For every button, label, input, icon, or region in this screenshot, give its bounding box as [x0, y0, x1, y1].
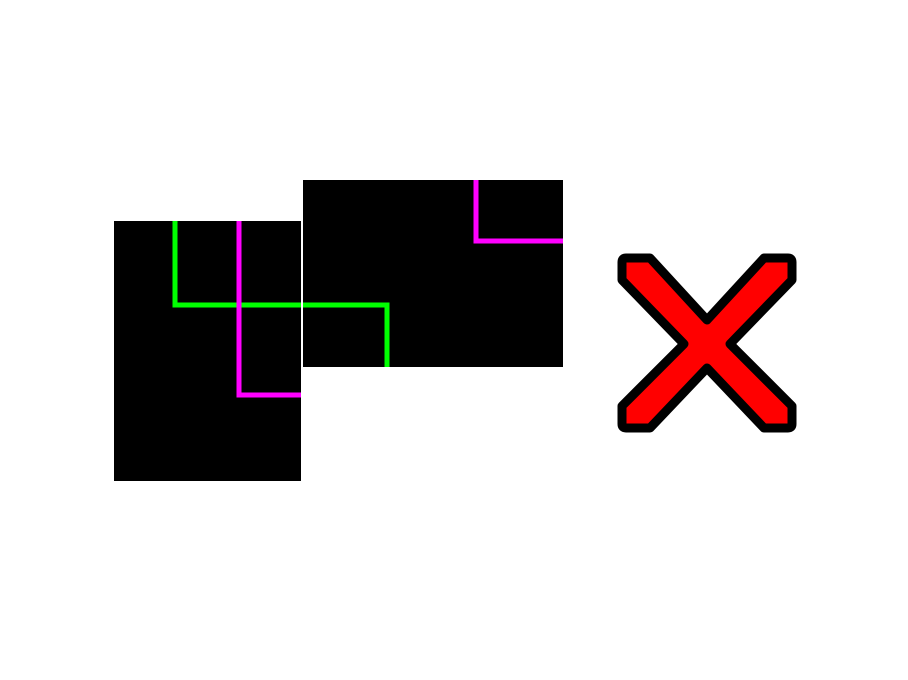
- right-tile-green-path: [303, 302, 390, 367]
- right-tile: [303, 180, 563, 367]
- left-tile-green-path: [172, 221, 301, 308]
- left-tile-magenta-path: [236, 221, 301, 398]
- left-tile-body: [114, 221, 301, 481]
- right-tile-body: [303, 180, 563, 367]
- cross-mark-shape: [617, 253, 797, 433]
- cross-mark-icon: [617, 253, 797, 433]
- left-tile: [114, 221, 301, 481]
- right-tile-magenta-path: [473, 180, 563, 244]
